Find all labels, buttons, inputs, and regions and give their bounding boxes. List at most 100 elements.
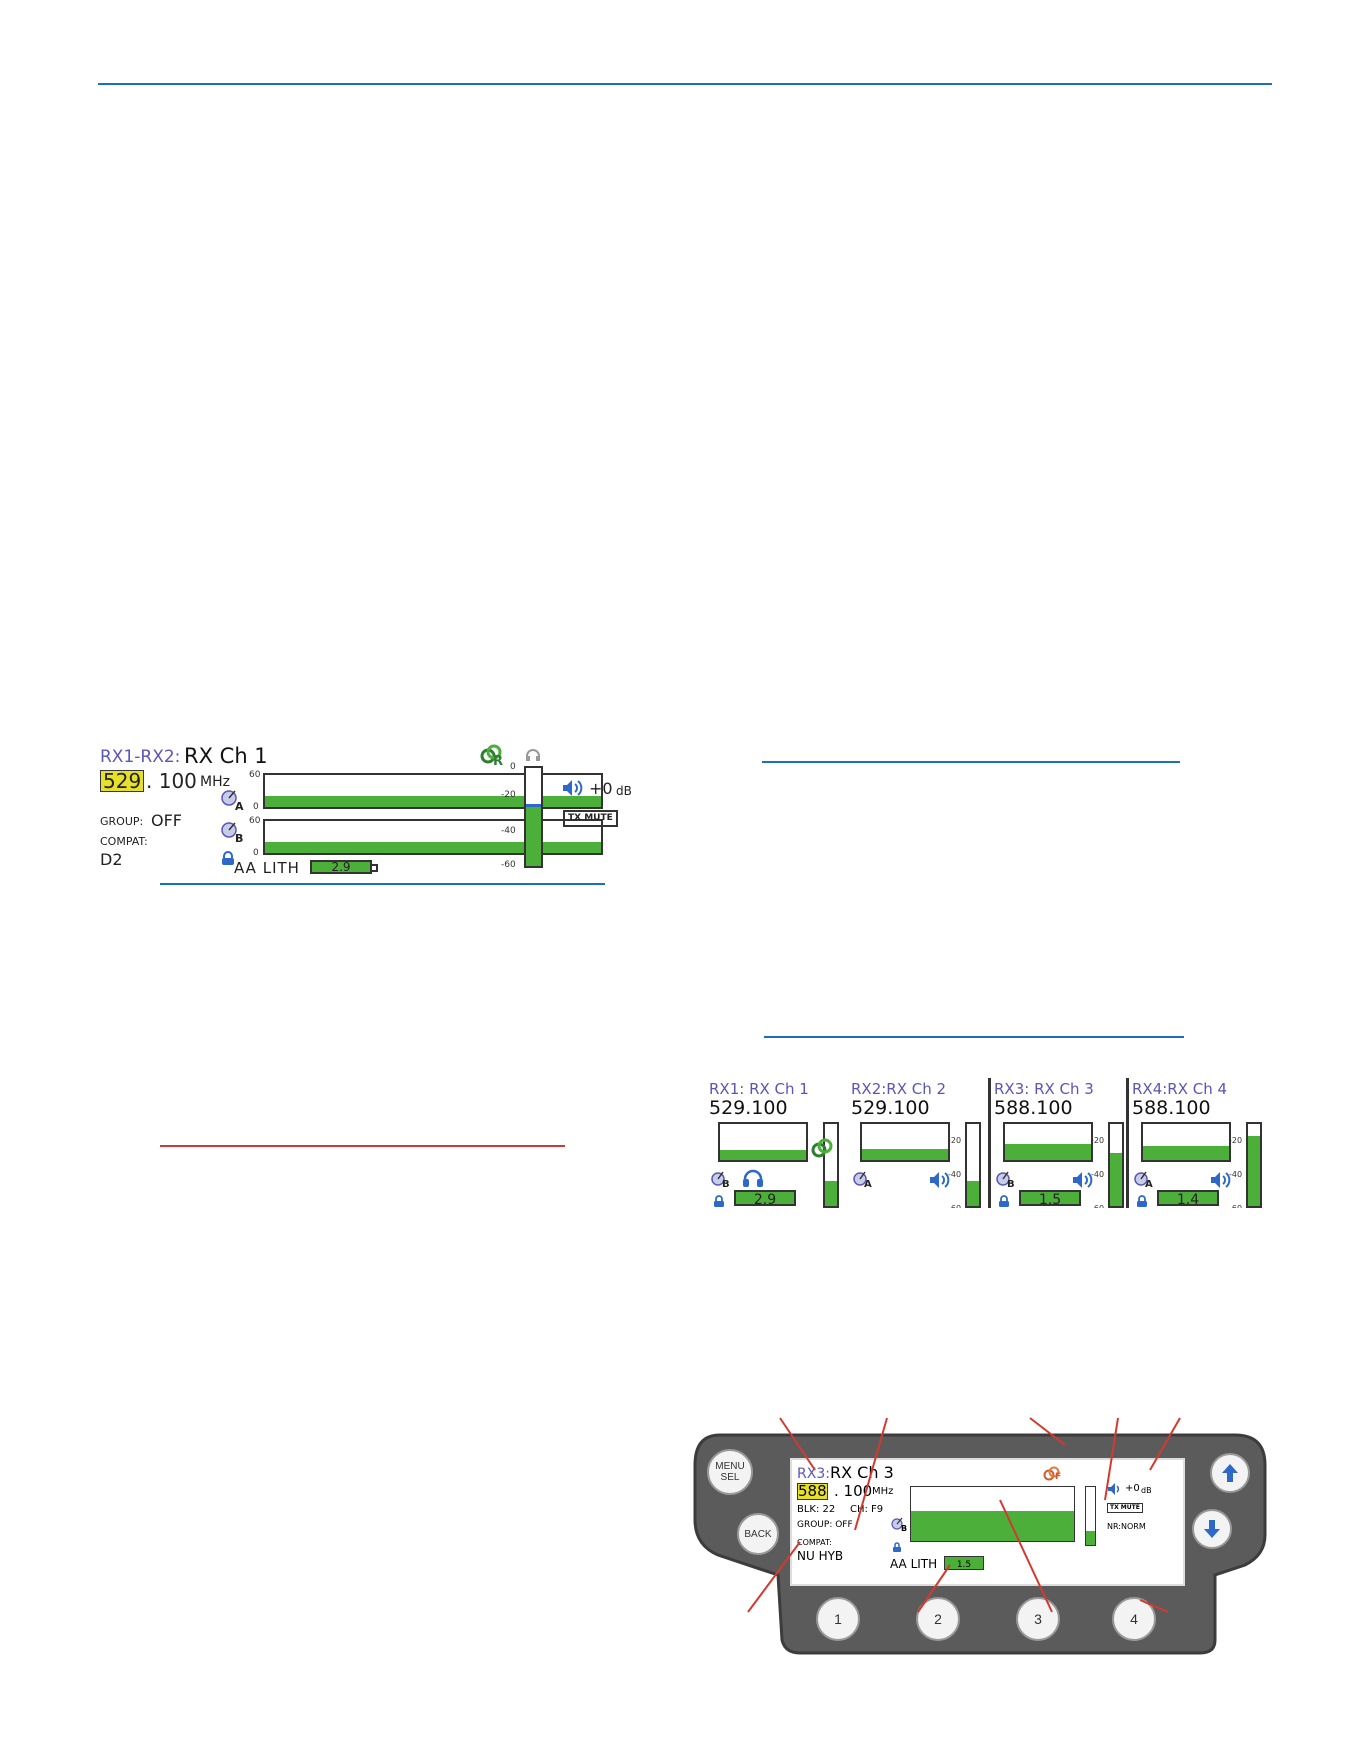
- button-1-label: 1: [834, 1611, 842, 1627]
- back-button[interactable]: BACK: [737, 1513, 779, 1555]
- lock-icon: [220, 850, 236, 865]
- antenna-b-icon: B: [220, 820, 246, 844]
- screen-title: RX Ch 1: [184, 744, 268, 768]
- quad-level-tick: -60: [1091, 1204, 1104, 1208]
- battery-type: AA LITH: [234, 859, 300, 877]
- quad-antenna-letter: A: [1145, 1179, 1153, 1190]
- button-1[interactable]: 1: [816, 1597, 860, 1641]
- button-4-label: 4: [1130, 1611, 1138, 1627]
- quad-antenna-icon: B: [710, 1170, 732, 1190]
- dev-title-prefix: RX3:: [797, 1466, 830, 1482]
- arrow-up-icon: [1222, 1464, 1238, 1482]
- quad-link-icon: [810, 1136, 836, 1162]
- quad-divider-1: [988, 1078, 991, 1208]
- quad-antenna-icon: A: [1133, 1170, 1155, 1190]
- group-value: OFF: [151, 811, 182, 830]
- caption-rule-red: [160, 1145, 565, 1147]
- quad-level-meter: [965, 1122, 981, 1208]
- quad-divider-2: [1126, 1078, 1129, 1208]
- level-tick-3: -60: [501, 860, 516, 870]
- quad-speaker-icon: [928, 1170, 952, 1190]
- quad-speaker-icon: [1209, 1170, 1233, 1190]
- quad-lock-icon: [1135, 1192, 1149, 1207]
- back-label: BACK: [744, 1528, 772, 1540]
- quad-level-fill: [1110, 1152, 1122, 1206]
- device-faceplate: RX3: RX Ch 3 588 . 100 MHz BLK: 22 CH: F…: [690, 1425, 1270, 1655]
- audio-level-meter: [524, 766, 543, 868]
- quad-antenna-letter: B: [722, 1179, 730, 1190]
- header-rule: [98, 83, 1272, 85]
- caption-rule-2: [762, 761, 1180, 763]
- arrow-down-icon: [1204, 1520, 1220, 1538]
- device-screen: RX3: RX Ch 3 588 . 100 MHz BLK: 22 CH: F…: [790, 1458, 1185, 1586]
- menu-sel-button[interactable]: MENU SEL: [707, 1449, 753, 1495]
- quad-battery-value: 1.4: [1176, 1192, 1200, 1208]
- antenna-a-icon: A: [220, 788, 246, 812]
- gain-unit: dB: [616, 784, 632, 798]
- button-3[interactable]: 3: [1016, 1597, 1060, 1641]
- quad-lock-icon: [712, 1192, 726, 1207]
- rf-b-scale-zero: 0: [253, 848, 259, 858]
- battery-gauge: 2.9: [310, 860, 372, 874]
- quad-level-tick: -60: [948, 1204, 961, 1208]
- button-3-label: 3: [1034, 1611, 1042, 1627]
- rf-a-scale-top: 60: [249, 770, 261, 780]
- quad-level-meter: [823, 1122, 839, 1208]
- quad-rf-fill: [862, 1149, 948, 1160]
- menu-label: MENU: [715, 1461, 745, 1472]
- dev-freq-unit: MHz: [872, 1486, 894, 1497]
- up-arrow-button[interactable]: [1210, 1453, 1250, 1493]
- button-2[interactable]: 2: [916, 1597, 960, 1641]
- receiver-display-single: RX1-RX2: RX Ch 1 529 . 100 MHz GROUP: OF…: [96, 740, 656, 876]
- compat-label: COMPAT:: [100, 835, 148, 848]
- freq-highlight: 529: [100, 770, 145, 792]
- quad-level-meter: [1108, 1122, 1124, 1208]
- quad-level-fill: [825, 1181, 837, 1206]
- quad-speaker-icon: [1071, 1170, 1095, 1190]
- quad-freq: 529.100: [851, 1097, 930, 1119]
- quad-headphones-icon: [742, 1168, 764, 1188]
- caption-rule-3: [764, 1036, 1184, 1038]
- dev-level-fill: [1086, 1530, 1095, 1545]
- dev-level-meter: [1085, 1486, 1096, 1546]
- gain-value: +0: [589, 779, 613, 798]
- quad-battery-value: 2.9: [753, 1192, 777, 1208]
- quad-battery-gauge: 1.5: [1019, 1190, 1081, 1208]
- dev-link-icon: F: [1042, 1464, 1064, 1484]
- rf-meter-a-fill: [265, 795, 601, 807]
- quad-label: RX3: RX Ch 3: [994, 1080, 1094, 1098]
- dev-speaker-icon: [1107, 1481, 1123, 1495]
- quad-antenna-icon: A: [852, 1170, 874, 1190]
- quad-level-tick: -40: [1091, 1170, 1105, 1179]
- button-4[interactable]: 4: [1112, 1597, 1156, 1641]
- audio-level-fill: [526, 804, 541, 866]
- dev-group: GROUP: OFF: [797, 1520, 853, 1530]
- headphone-icon: [525, 746, 541, 761]
- compat-value: D2: [100, 850, 123, 869]
- rf-meter-b: [263, 819, 603, 855]
- dev-tx-mute: TX MUTE: [1107, 1503, 1143, 1513]
- quad-level-fill: [967, 1181, 979, 1206]
- down-arrow-button[interactable]: [1192, 1509, 1232, 1549]
- dev-batt-gauge: 1.5: [944, 1556, 984, 1570]
- quad-level-tick: -20: [1229, 1136, 1243, 1145]
- dev-blk: BLK: 22: [797, 1504, 836, 1515]
- quad-rf-meter: [860, 1122, 950, 1162]
- quad-battery-gauge: 2.9: [734, 1190, 796, 1208]
- quad-lock-icon: [997, 1192, 1011, 1207]
- speaker-icon: [561, 778, 585, 798]
- dev-freq-highlight: 588: [797, 1482, 828, 1500]
- quad-label: RX2:RX Ch 2: [851, 1080, 947, 1098]
- dev-antenna-letter: B: [901, 1524, 908, 1533]
- screen-title-prefix: RX1-RX2:: [100, 747, 181, 767]
- quad-level-tick: -20: [948, 1136, 962, 1145]
- quad-label: RX1: RX Ch 1: [709, 1080, 809, 1098]
- rf-meter-b-fill: [265, 841, 601, 853]
- link-icon: R: [478, 742, 506, 770]
- quad-level-meter: [1246, 1122, 1262, 1208]
- antenna-a-letter: A: [235, 800, 244, 813]
